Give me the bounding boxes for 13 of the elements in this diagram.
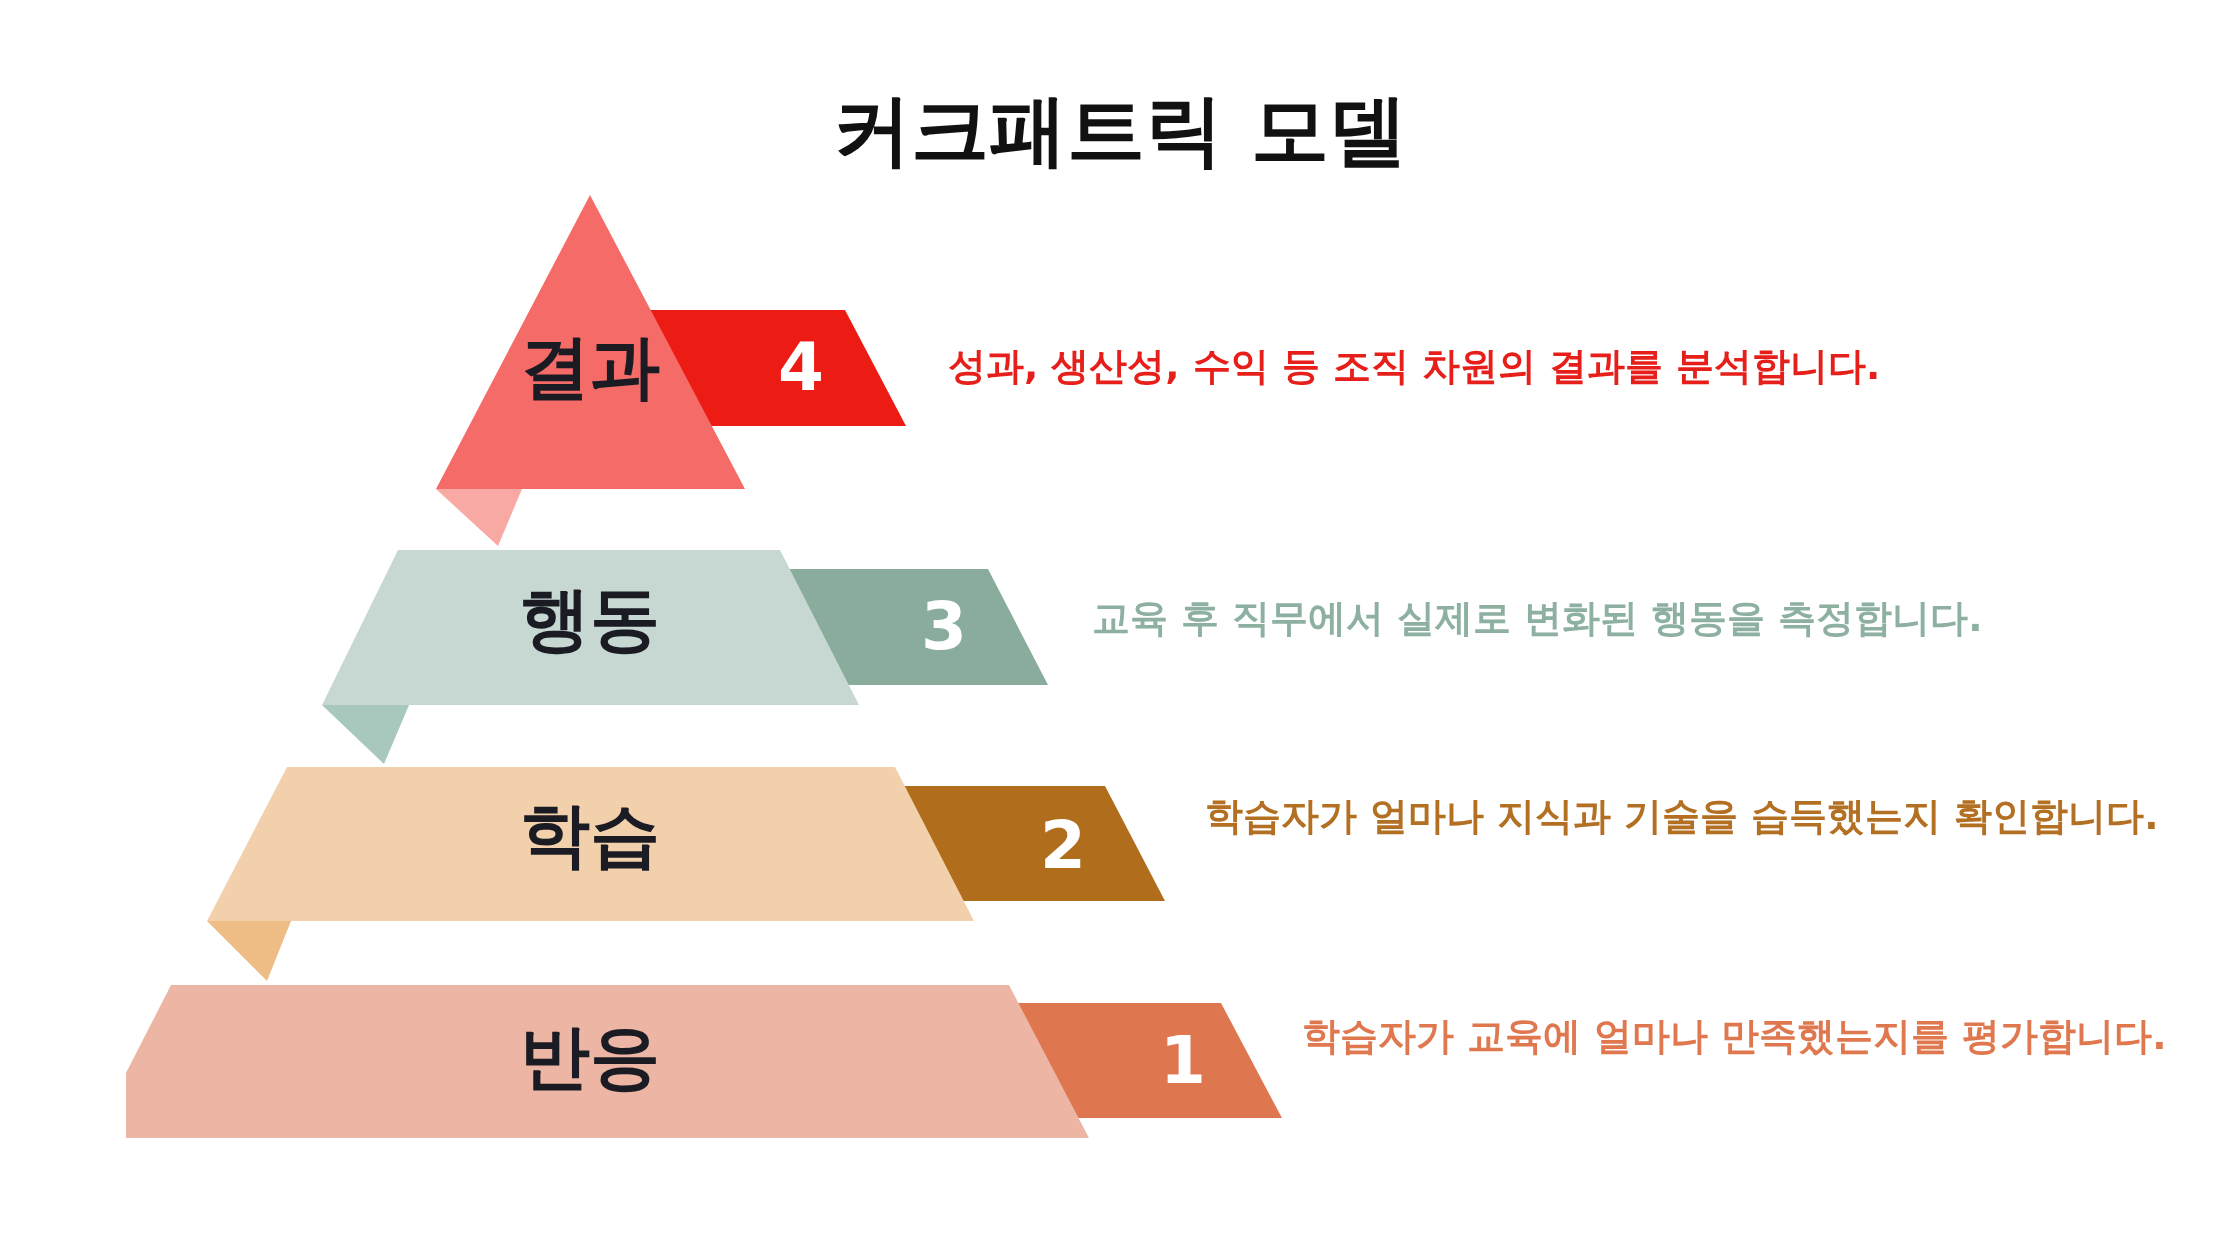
level-number: 4 (778, 333, 824, 403)
level-name: 행동 (520, 583, 660, 657)
level-number: 2 (1040, 811, 1086, 881)
level-name: 학습 (520, 799, 660, 873)
description-text: 학습자가 교육에 얼마나 만족했는지를 평가합니다. (1302, 1013, 2167, 1059)
level-name: 결과 (520, 331, 660, 405)
level-number: 1 (1160, 1026, 1206, 1096)
level-number: 3 (921, 592, 967, 662)
level-name: 반응 (520, 1021, 660, 1095)
diagram-title: 커크패트릭 모델 (833, 88, 1407, 174)
description-text: 교육 후 직무에서 실제로 변화된 행동을 측정합니다. (1092, 595, 1983, 641)
description-text: 학습자가 얼마나 지식과 기술을 습득했는지 확인합니다. (1205, 793, 2159, 839)
description-text: 성과, 생산성, 수익 등 조직 차원의 결과를 분석합니다. (948, 343, 1881, 389)
